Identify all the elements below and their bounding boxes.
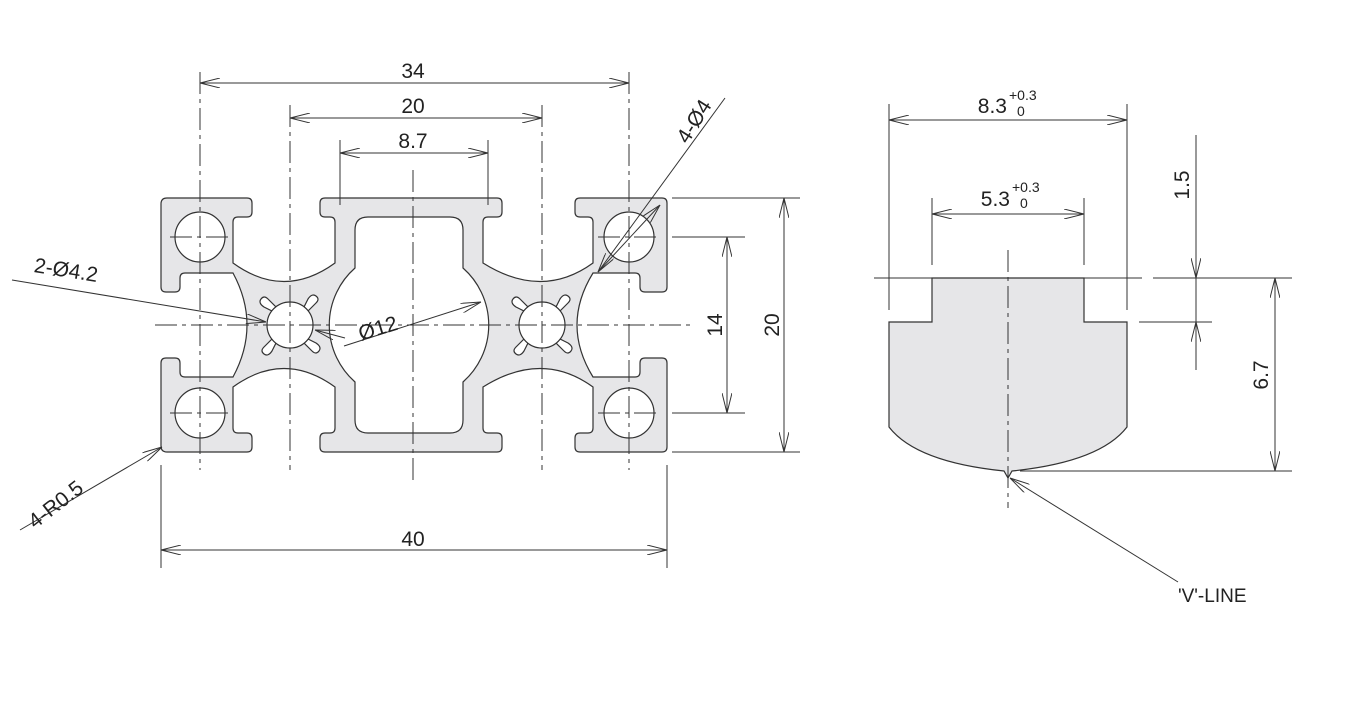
dim-14-label: 14 bbox=[704, 313, 727, 337]
leader-d12 bbox=[343, 302, 481, 347]
dim-20-height-label: 20 bbox=[761, 313, 784, 336]
leader-4-d4-inner bbox=[597, 205, 660, 273]
dim-40-label: 40 bbox=[401, 528, 424, 551]
dim-34-label: 34 bbox=[401, 60, 425, 83]
dim-6-7-label: 6.7 bbox=[1250, 360, 1273, 389]
leader-v-line bbox=[1010, 478, 1179, 583]
label-v-line: 'V'-LINE bbox=[1178, 586, 1247, 607]
dim-5-3-tol-upper: +0.3 bbox=[1012, 179, 1040, 195]
dim-5-3-tol-lower: 0 bbox=[1020, 195, 1028, 211]
dim-8-7-label: 8.7 bbox=[398, 130, 427, 153]
leader-4-d4 bbox=[598, 97, 726, 272]
label-4-d4: 4-Ø4 bbox=[672, 95, 716, 147]
dim-20-slots-label: 20 bbox=[401, 95, 424, 118]
leader-4-r0-5 bbox=[19, 447, 162, 531]
label-4-r0-5: 4-R0.5 bbox=[24, 476, 88, 533]
label-2-d4-2: 2-Ø4.2 bbox=[33, 254, 100, 287]
dim-5-3-label: 5.3 bbox=[981, 188, 1010, 211]
leader-2-d4-2 bbox=[11, 279, 266, 322]
dim-8-3-tol-upper: +0.3 bbox=[1009, 87, 1037, 103]
leader-2-d4-2-inner bbox=[315, 330, 346, 338]
dim-8-3-label: 8.3 bbox=[978, 95, 1007, 118]
center-lines bbox=[155, 72, 690, 480]
dim-8-3-tol-lower: 0 bbox=[1017, 103, 1025, 119]
slot-detail-view: 8.3 +0.3 0 5.3 +0.3 0 1.5 6.7 'V'-LINE bbox=[874, 87, 1292, 607]
profile-view: 34 20 8.7 40 14 20 4-Ø4 2-Ø4.2 Ø12 4-R0.… bbox=[11, 60, 800, 568]
dim-1-5-label: 1.5 bbox=[1171, 170, 1194, 199]
